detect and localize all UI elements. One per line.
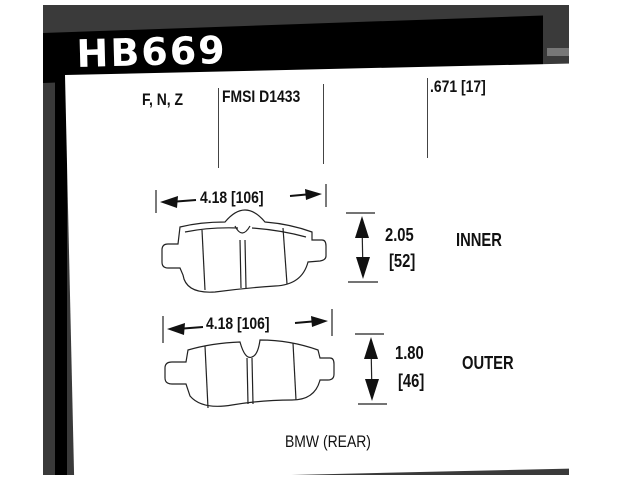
compounds-label: F, N, Z bbox=[142, 90, 184, 109]
inner-position-label: INNER bbox=[456, 230, 502, 250]
column-divider bbox=[323, 84, 324, 164]
fmsi-label: FMSI D1433 bbox=[222, 87, 301, 106]
column-divider bbox=[218, 88, 219, 168]
outer-height-in: 1.80 bbox=[395, 343, 424, 363]
column-divider bbox=[427, 78, 428, 158]
outer-position-label: OUTER bbox=[462, 353, 514, 373]
outer-height-mm: [46] bbox=[398, 371, 425, 391]
application-label: BMW (REAR) bbox=[285, 432, 371, 451]
inner-height-mm: [52] bbox=[389, 251, 416, 271]
inner-width-label: 4.18 [106] bbox=[200, 188, 264, 207]
thickness-label: .671 [17] bbox=[430, 77, 486, 96]
header-tab-accent bbox=[547, 48, 569, 56]
outer-width-label: 4.18 [106] bbox=[206, 314, 270, 333]
left-edge-band bbox=[55, 80, 67, 475]
inner-height-in: 2.05 bbox=[385, 225, 414, 245]
